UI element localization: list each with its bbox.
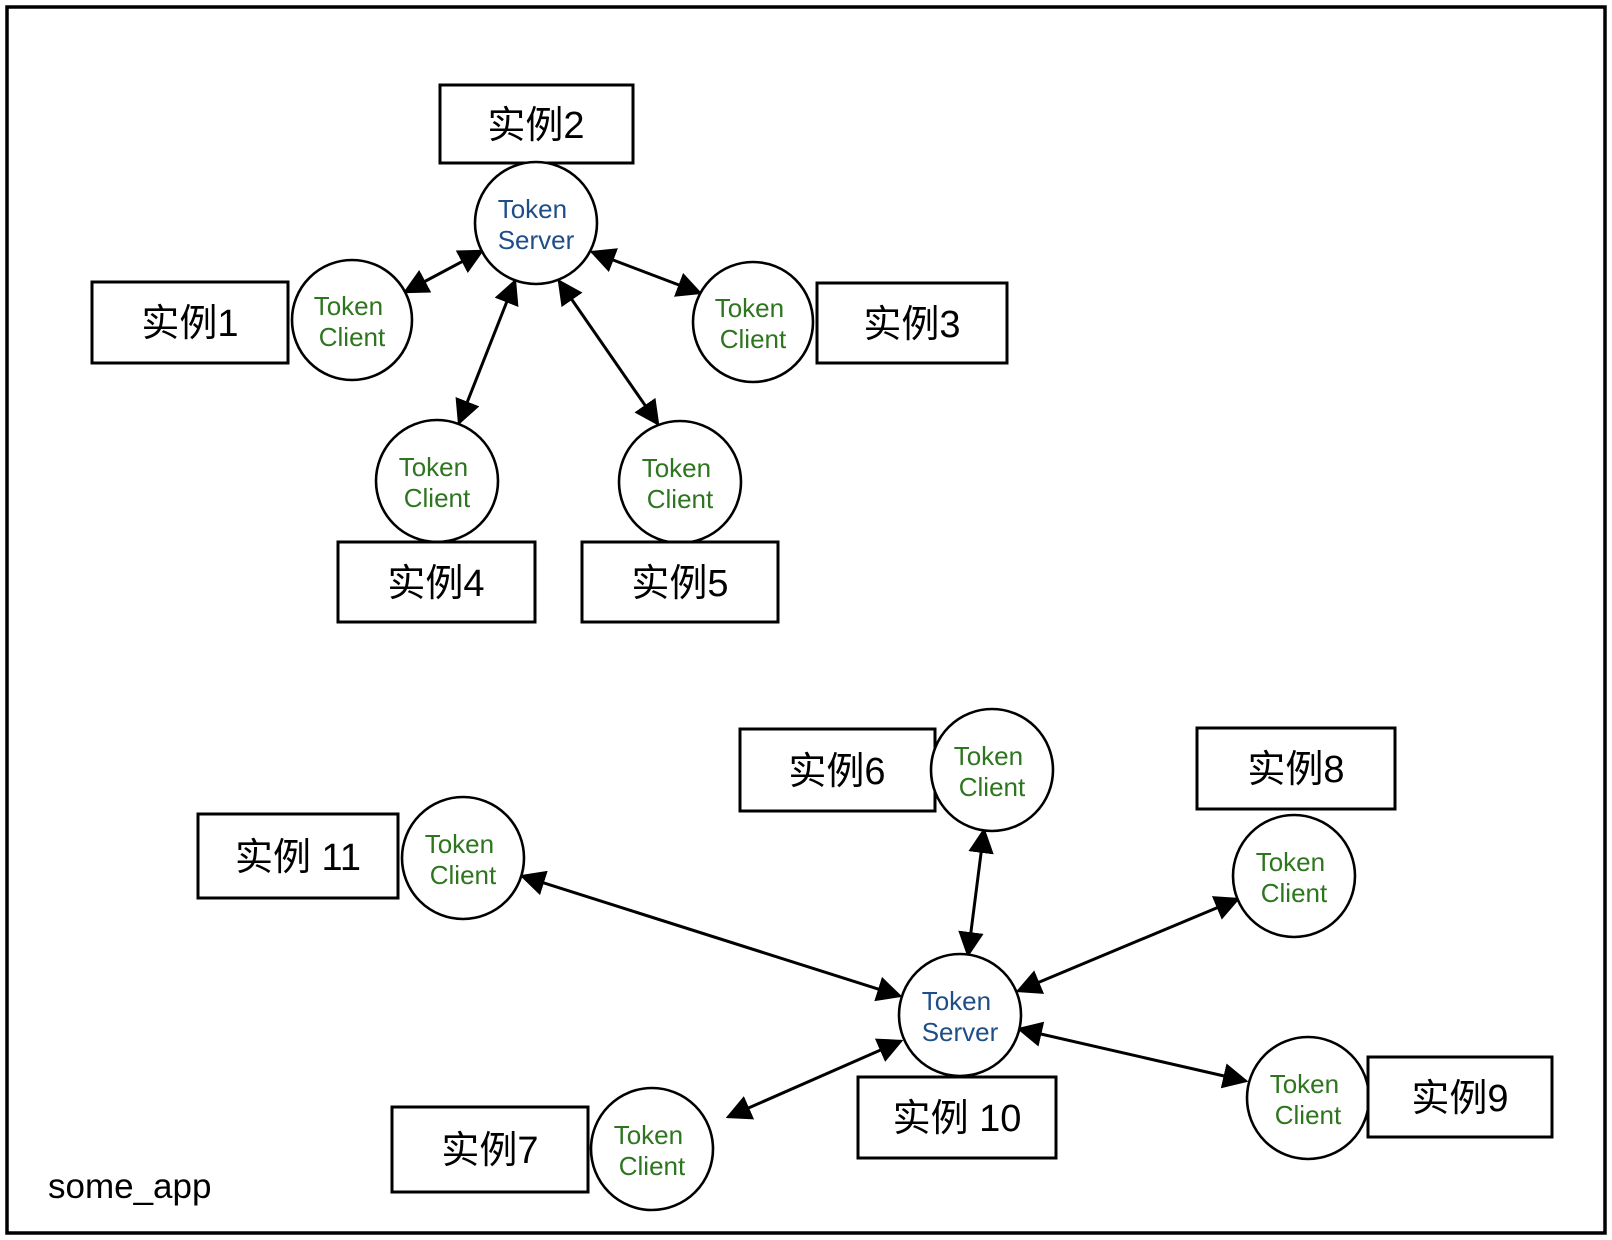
edge-client7-server-bottom xyxy=(725,1038,904,1120)
token-client-label-line2: Client xyxy=(720,324,787,354)
instance-5-node: Token Client 实例5 xyxy=(580,419,780,624)
instance-1-label: 实例1 xyxy=(141,303,238,345)
token-client-8-label: Token Client xyxy=(1256,847,1333,908)
instance-3-label: 实例3 xyxy=(863,304,960,346)
token-server-top-circle xyxy=(473,160,599,286)
token-client-label-line1: Token xyxy=(425,829,494,859)
token-client-label-line2: Client xyxy=(619,1151,686,1181)
instance-8-box xyxy=(1195,726,1397,811)
token-server-label-line1: Token xyxy=(498,194,567,224)
edge-client9-server-bottom xyxy=(1016,1021,1249,1089)
token-client-label-line2: Client xyxy=(319,322,386,352)
instance-10-label: 实例 10 xyxy=(893,1098,1022,1140)
instance-4-label: 实例4 xyxy=(387,563,484,605)
instance-10-node: 实例 10 xyxy=(856,1075,1058,1160)
instance-5-label: 实例5 xyxy=(631,563,728,605)
instance-7-box xyxy=(390,1105,590,1194)
instance-3-box xyxy=(815,281,1009,365)
instance-10-box xyxy=(856,1075,1058,1160)
token-client-11-label: Token Client xyxy=(425,829,502,890)
instance-7-label: 实例7 xyxy=(441,1130,538,1172)
instance-9-label: 实例9 xyxy=(1411,1078,1508,1120)
bottom-cluster: 实例 11 Token Client 实例6 Token Client 实例8 … xyxy=(196,707,1554,1212)
instance-2-label: 实例2 xyxy=(487,105,584,147)
token-client-3-label: Token Client xyxy=(715,293,792,354)
token-client-8-circle xyxy=(1231,813,1357,939)
instance-1-node: 实例1 Token Client xyxy=(90,258,414,382)
token-client-label-line1: Token xyxy=(954,741,1023,771)
instance-4-box xyxy=(336,540,537,624)
app-name-label: some_app xyxy=(48,1167,211,1206)
edge-client4-server-top xyxy=(455,278,519,426)
token-client-label-line1: Token xyxy=(314,291,383,321)
token-server-label-line2: Server xyxy=(922,1017,999,1047)
token-client-label-line2: Client xyxy=(959,772,1026,802)
token-client-label-line2: Client xyxy=(647,484,714,514)
edge-client5-server-top xyxy=(557,278,660,427)
token-client-label-line1: Token xyxy=(715,293,784,323)
edge-client11-server-bottom xyxy=(519,870,903,1002)
token-client-1-label: Token Client xyxy=(314,291,391,352)
instance-9-box xyxy=(1366,1055,1554,1139)
token-client-label-line1: Token xyxy=(1256,847,1325,877)
edge-client6-server-bottom xyxy=(958,827,994,958)
token-client-label-line1: Token xyxy=(614,1120,683,1150)
token-server-top-label: Token Server xyxy=(498,194,575,255)
top-cluster: 实例2 Token Server 实例1 Token Client Token xyxy=(90,83,1009,624)
instance-2-node: 实例2 xyxy=(438,83,635,165)
instance-2-box xyxy=(438,83,635,165)
token-client-label-line2: Client xyxy=(430,860,497,890)
token-client-label-line1: Token xyxy=(1270,1069,1339,1099)
token-client-5-label: Token Client xyxy=(642,453,719,514)
token-client-label-line2: Client xyxy=(404,483,471,513)
token-server-label-line2: Server xyxy=(498,225,575,255)
token-client-label-line1: Token xyxy=(399,452,468,482)
instance-6-label: 实例6 xyxy=(788,751,885,793)
token-server-top-node: Token Server xyxy=(473,160,599,286)
edge-client1-server-top xyxy=(402,249,485,294)
token-client-6-circle xyxy=(929,707,1055,833)
instance-6-box xyxy=(738,727,937,813)
instance-4-node: Token Client 实例4 xyxy=(336,418,537,624)
instance-11-box xyxy=(196,812,400,900)
token-client-4-label: Token Client xyxy=(399,452,476,513)
token-server-label-line1: Token xyxy=(922,986,991,1016)
edge-client8-server-bottom xyxy=(1015,896,1241,994)
token-client-6-label: Token Client xyxy=(954,741,1031,802)
token-client-label-line2: Client xyxy=(1261,878,1328,908)
diagram-border xyxy=(5,5,1607,1235)
token-server-bottom-label: Token Server xyxy=(922,986,999,1047)
token-client-label-line2: Client xyxy=(1275,1100,1342,1130)
instance-11-label: 实例 11 xyxy=(235,837,361,879)
instance-1-box xyxy=(90,280,290,365)
instance-5-box xyxy=(580,540,780,624)
instance-7-node: 实例7 Token Client xyxy=(390,1086,715,1212)
token-client-7-label: Token Client xyxy=(614,1120,691,1181)
token-client-1-circle xyxy=(290,258,414,382)
token-client-11-circle xyxy=(400,795,526,921)
instance-8-label: 实例8 xyxy=(1247,749,1344,791)
token-client-label-line1: Token xyxy=(642,453,711,483)
instance-9-node: Token Client 实例9 xyxy=(1245,1035,1554,1161)
token-client-9-label: Token Client xyxy=(1270,1069,1347,1130)
edge-client3-server-top xyxy=(589,248,703,297)
instance-11-node: 实例 11 Token Client xyxy=(196,795,526,921)
instance-3-node: Token Client 实例3 xyxy=(691,260,1009,384)
token-server-bottom-node: Token Server xyxy=(897,952,1023,1078)
instance-6-node: 实例6 Token Client xyxy=(738,707,1055,833)
token-client-7-circle xyxy=(589,1086,715,1212)
token-client-3-circle xyxy=(691,260,815,384)
instance-8-node: 实例8 Token Client xyxy=(1195,726,1397,939)
